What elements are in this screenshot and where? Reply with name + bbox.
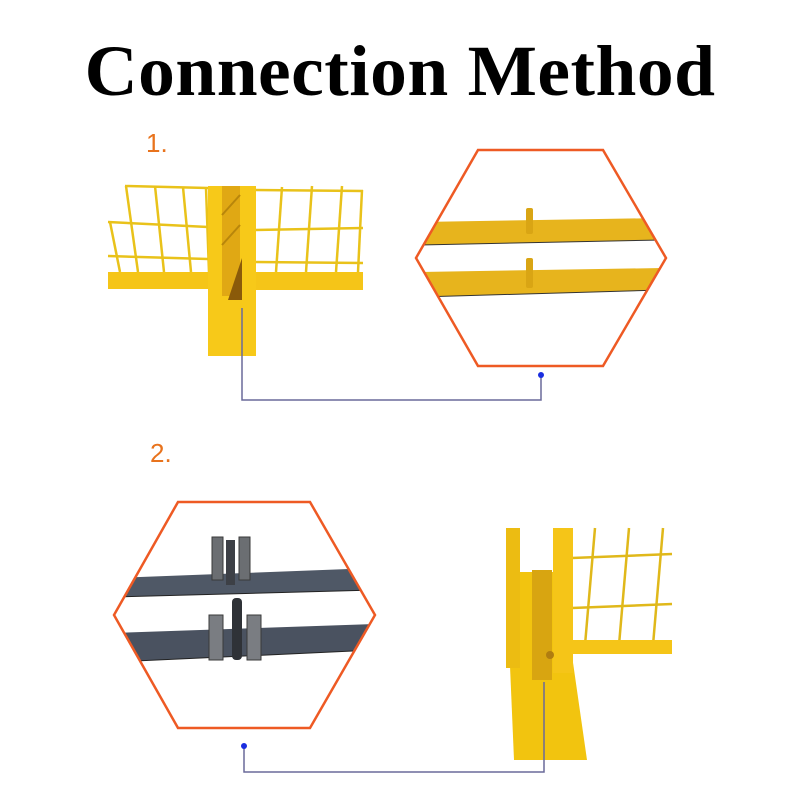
step-1-number: 1. (146, 128, 168, 158)
step-1-fence-joint-image (107, 184, 364, 356)
page-title: Connection Method (84, 31, 716, 111)
step-2-post-in-socket-image (506, 527, 673, 760)
step-2-number: 2. (150, 438, 172, 468)
connector-dot-icon (538, 372, 544, 378)
step-2-connector (241, 682, 545, 773)
step-1-base-hooks-hexagon (414, 148, 668, 368)
step-1-connector (241, 308, 544, 401)
hexagon-outline-1 (414, 148, 668, 368)
hexagon-outline-2 (112, 500, 377, 730)
connector-dot-icon (241, 743, 247, 749)
step-2-base-sockets-hexagon (112, 500, 377, 730)
